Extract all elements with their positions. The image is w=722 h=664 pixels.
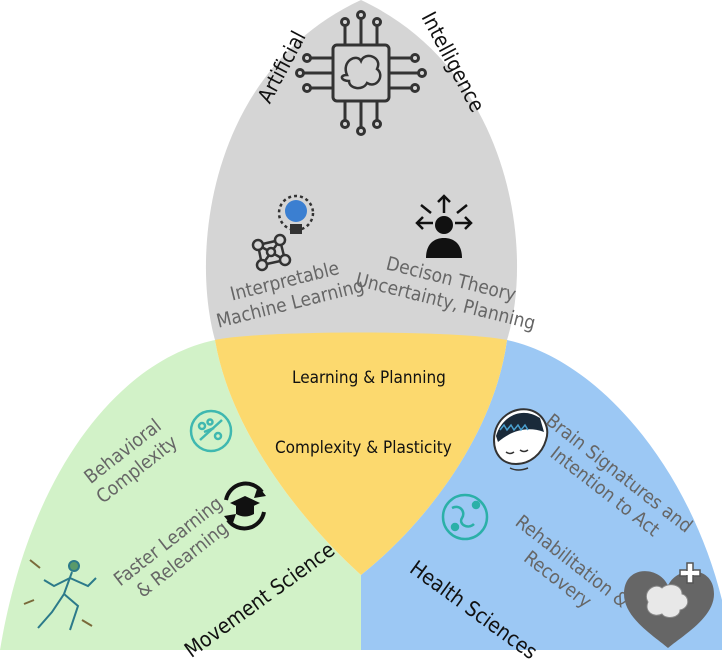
eeg-head-icon bbox=[492, 408, 549, 471]
health-region bbox=[361, 340, 722, 650]
heart-brain-plus-icon bbox=[624, 562, 714, 648]
molecule-icon bbox=[189, 409, 233, 453]
lightbulb-network-icon bbox=[251, 194, 315, 272]
rehab-molecule-icon bbox=[441, 493, 489, 541]
center-item-learning-planning: Learning & Planning bbox=[292, 368, 446, 388]
movement-region bbox=[0, 340, 361, 650]
venn-shapes bbox=[0, 0, 722, 650]
decision-person-icon bbox=[415, 194, 473, 258]
center-overlap bbox=[215, 332, 507, 575]
center-item-complexity-plasticity: Complexity & Plasticity bbox=[275, 438, 452, 458]
cycle-graduation-icon bbox=[224, 481, 266, 531]
chip-brain-icon bbox=[295, 10, 427, 136]
runner-figure-icon bbox=[23, 559, 97, 631]
